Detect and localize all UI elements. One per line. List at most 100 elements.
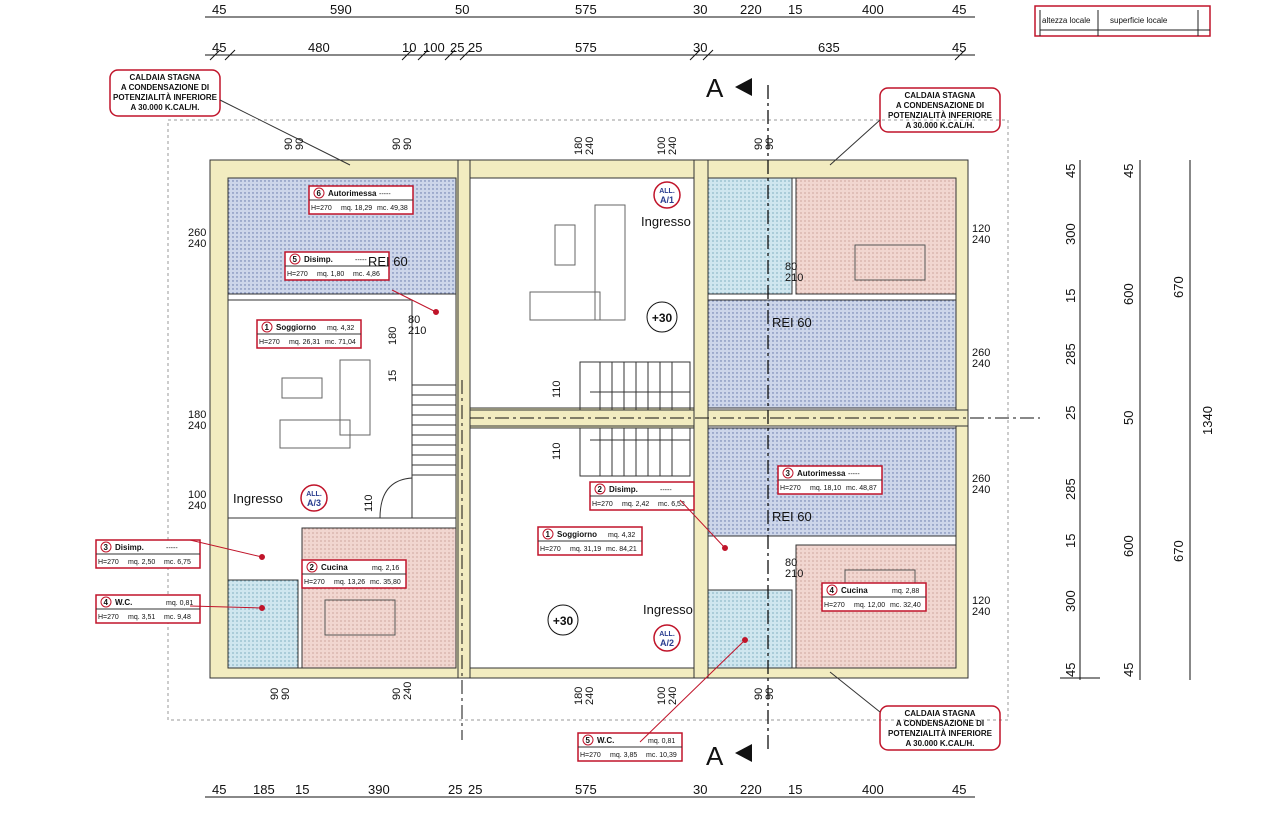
svg-text:A/3: A/3 bbox=[307, 498, 321, 508]
svg-text:A/1: A/1 bbox=[660, 195, 674, 205]
svg-text:90: 90 bbox=[280, 688, 292, 700]
dim-label: 25 bbox=[448, 782, 462, 797]
svg-text:240: 240 bbox=[667, 687, 679, 705]
room-number: 6 bbox=[317, 189, 322, 198]
section-label-bottom: A bbox=[706, 741, 724, 771]
svg-text:110: 110 bbox=[551, 442, 563, 460]
room-extra: mq. 2,88 bbox=[892, 588, 919, 595]
dim-label: 50 bbox=[1121, 411, 1136, 425]
room-name: Autorimessa bbox=[328, 189, 377, 198]
dim-label: 25 bbox=[1063, 406, 1078, 420]
svg-text:240: 240 bbox=[972, 484, 990, 496]
svg-text:210: 210 bbox=[408, 325, 426, 337]
room-height: H=270 bbox=[311, 205, 332, 212]
svg-text:100: 100 bbox=[188, 489, 206, 501]
svg-text:210: 210 bbox=[785, 568, 803, 580]
room-area: mq. 31,19 bbox=[570, 546, 601, 553]
svg-text:240: 240 bbox=[584, 687, 596, 705]
room-extra: ----- bbox=[166, 545, 178, 552]
svg-text:+30: +30 bbox=[652, 311, 673, 325]
stair-a3 bbox=[379, 384, 457, 519]
room-height: H=270 bbox=[259, 339, 280, 346]
room-number: 2 bbox=[310, 563, 315, 572]
dim-label: 25 bbox=[468, 40, 482, 55]
svg-text:A 30.000 K.CAL/H.: A 30.000 K.CAL/H. bbox=[905, 739, 974, 748]
dim-label: 285 bbox=[1063, 343, 1078, 365]
dim-label: 220 bbox=[740, 782, 762, 797]
svg-text:240: 240 bbox=[972, 358, 990, 370]
level-marker-a1: +30 bbox=[646, 301, 678, 333]
svg-text:90: 90 bbox=[753, 688, 765, 700]
svg-text:240: 240 bbox=[972, 234, 990, 246]
room-number: 1 bbox=[265, 323, 270, 332]
party-wall-horizontal bbox=[469, 409, 969, 427]
dim-label: 45 bbox=[1121, 663, 1136, 677]
svg-text:A CONDENSAZIONE DI: A CONDENSAZIONE DI bbox=[896, 101, 984, 110]
svg-text:240: 240 bbox=[188, 238, 206, 250]
room-height: H=270 bbox=[287, 271, 308, 278]
svg-text:15: 15 bbox=[387, 370, 399, 382]
dim-label: 600 bbox=[1121, 283, 1136, 305]
svg-text:POTENZIALITÀ INFERIORE: POTENZIALITÀ INFERIORE bbox=[888, 729, 993, 738]
svg-text:ALL.: ALL. bbox=[659, 631, 675, 638]
room-extra: mq. 4,32 bbox=[608, 532, 635, 539]
dim-label: 15 bbox=[788, 2, 802, 17]
room-kitchen-a1 bbox=[795, 177, 957, 295]
dim-label: 400 bbox=[862, 2, 884, 17]
svg-text:210: 210 bbox=[785, 272, 803, 284]
opening-dimensions: 90 90 90 90 180 240 100 240 90 90 260 24… bbox=[188, 137, 990, 705]
room-extra: ----- bbox=[355, 257, 367, 264]
svg-text:180: 180 bbox=[573, 687, 585, 705]
room-volume: mc. 84,21 bbox=[606, 546, 637, 553]
sofa-a3 bbox=[279, 359, 371, 449]
room-area: mq. 2,42 bbox=[622, 501, 649, 508]
room-area: mq. 3,85 bbox=[610, 752, 637, 759]
svg-text:80: 80 bbox=[785, 261, 797, 273]
dim-label: 45 bbox=[212, 782, 226, 797]
dim-label: 400 bbox=[862, 782, 884, 797]
stair-a1 bbox=[579, 361, 691, 411]
svg-text:100: 100 bbox=[656, 137, 668, 155]
dim-label: 10 bbox=[402, 40, 416, 55]
room-name: Soggiorno bbox=[557, 530, 597, 539]
svg-text:110: 110 bbox=[551, 380, 563, 398]
room-name: W.C. bbox=[115, 598, 132, 607]
wall-vertical-east bbox=[693, 159, 709, 679]
room-name: Soggiorno bbox=[276, 323, 316, 332]
room-name: Autorimessa bbox=[797, 469, 846, 478]
room-name: Cucina bbox=[321, 563, 348, 572]
svg-text:180: 180 bbox=[573, 137, 585, 155]
svg-text:180: 180 bbox=[387, 327, 399, 345]
room-name: Disimp. bbox=[304, 255, 333, 264]
room-number: 5 bbox=[293, 255, 298, 264]
dim-label: 670 bbox=[1171, 540, 1186, 562]
room-name: Disimp. bbox=[609, 485, 638, 494]
dim-label: 600 bbox=[1121, 535, 1136, 557]
svg-text:120: 120 bbox=[972, 595, 990, 607]
svg-text:+30: +30 bbox=[553, 614, 574, 628]
svg-text:90: 90 bbox=[391, 138, 403, 150]
svg-text:90: 90 bbox=[402, 138, 414, 150]
room-height: H=270 bbox=[540, 546, 561, 553]
dim-label: 480 bbox=[308, 40, 330, 55]
room-area: mq. 26,31 bbox=[289, 339, 320, 346]
boiler-note-top-right: CALDAIA STAGNA A CONDENSAZIONE DI POTENZ… bbox=[829, 87, 1001, 166]
room-height: H=270 bbox=[780, 485, 801, 492]
room-height: H=270 bbox=[580, 752, 601, 759]
bottom-dimension-row: 45 185 15 390 25 25 575 30 220 15 400 45 bbox=[205, 782, 975, 798]
dim-label: 30 bbox=[693, 782, 707, 797]
room-wc-a3 bbox=[227, 579, 299, 669]
dim-label: 45 bbox=[212, 40, 226, 55]
svg-text:CALDAIA STAGNA: CALDAIA STAGNA bbox=[129, 73, 200, 82]
dim-label: 575 bbox=[575, 40, 597, 55]
room-extra: mq. 2,16 bbox=[372, 565, 399, 572]
room-name: Disimp. bbox=[115, 543, 144, 552]
svg-text:260: 260 bbox=[188, 227, 206, 239]
